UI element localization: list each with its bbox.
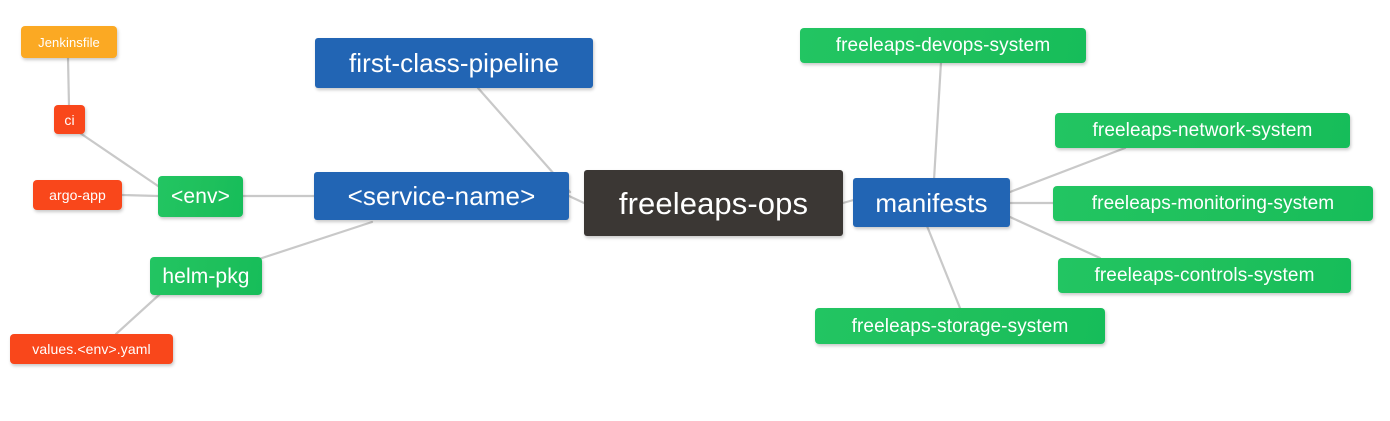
node-helm-pkg[interactable]: helm-pkg	[150, 257, 262, 295]
node-label: freeleaps-storage-system	[851, 315, 1069, 337]
edge-service-name-helm-pkg	[254, 220, 374, 262]
node-freeleaps-devops-system[interactable]: freeleaps-devops-system	[800, 28, 1086, 63]
node-freeleaps-controls-system[interactable]: freeleaps-controls-system	[1058, 258, 1351, 293]
node-label: freeleaps-devops-system	[835, 35, 1051, 56]
node-label: values.<env>.yaml	[32, 341, 151, 357]
node-label: freeleaps-network-system	[1092, 120, 1313, 141]
node-freeleaps-monitoring-system[interactable]: freeleaps-monitoring-system	[1053, 186, 1373, 221]
node-first-class-pipeline[interactable]: first-class-pipeline	[315, 38, 593, 88]
node-service-name[interactable]: <service-name>	[314, 172, 569, 220]
node-label: manifests	[875, 187, 988, 218]
edge-manifests-devops-system	[932, 60, 943, 182]
node-freeleaps-network-system[interactable]: freeleaps-network-system	[1055, 113, 1350, 148]
node-label: freeleaps-ops	[618, 185, 809, 221]
node-label: freeleaps-monitoring-system	[1091, 193, 1335, 214]
node-values-env-yaml[interactable]: values.<env>.yaml	[10, 334, 173, 364]
edge-env-ci	[78, 131, 160, 188]
node-label: Jenkinsfile	[38, 34, 100, 50]
edge-helm-pkg-values-yaml	[114, 292, 162, 336]
node-label: <env>	[171, 185, 230, 208]
node-env[interactable]: <env>	[158, 176, 243, 217]
edge-manifests-controls-system	[1008, 215, 1102, 260]
edge-ci-jenkinsfile	[66, 56, 71, 108]
edge-root-service-name	[567, 194, 586, 205]
node-freeleaps-ops[interactable]: freeleaps-ops	[584, 170, 843, 236]
node-label: freeleaps-controls-system	[1094, 265, 1315, 286]
node-argo-app[interactable]: argo-app	[33, 180, 122, 210]
edge-env-argo-app	[120, 193, 160, 198]
node-label: first-class-pipeline	[348, 48, 560, 78]
node-ci[interactable]: ci	[54, 105, 85, 134]
node-label: <service-name>	[347, 181, 536, 211]
edge-manifests-storage-system	[925, 224, 962, 310]
node-label: argo-app	[49, 187, 106, 203]
node-label: ci	[64, 111, 75, 128]
node-jenkinsfile[interactable]: Jenkinsfile	[21, 26, 117, 58]
node-manifests[interactable]: manifests	[853, 178, 1010, 227]
node-label: helm-pkg	[162, 264, 250, 288]
node-freeleaps-storage-system[interactable]: freeleaps-storage-system	[815, 308, 1105, 344]
